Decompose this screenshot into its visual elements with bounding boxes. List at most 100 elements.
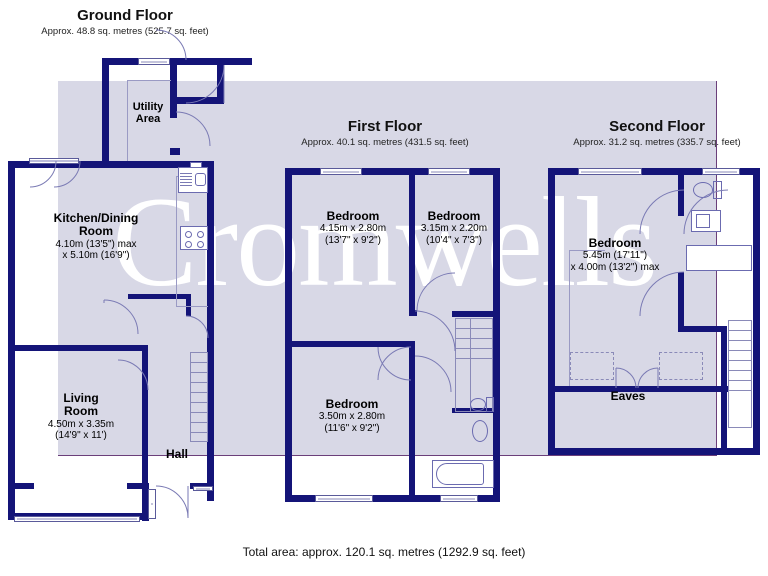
- window-ff-bed2-rear: [428, 168, 470, 175]
- room-label-bed1: Bedroom 4.15m x 2.80m (13'7" x 9'2"): [303, 209, 403, 246]
- wall-gf-kitchen-hall-stub: [128, 294, 186, 299]
- wall-gf-front-door-stub-left: [127, 483, 148, 489]
- first-floor-area: Approx. 40.1 sq. metres (431.5 sq. feet): [301, 137, 469, 148]
- staircase-first-outline: [455, 318, 493, 412]
- bed2-dim-line1: 3.15m x 2.20m: [420, 223, 488, 235]
- stair-tread-g7: [190, 422, 208, 423]
- stair-stringer-f: [470, 318, 471, 412]
- worktop-edge-vertical: [176, 176, 177, 306]
- bed4-name: Bedroom: [588, 236, 642, 250]
- stair-tread-f1: [455, 328, 493, 329]
- stair-tread-f2: [455, 338, 493, 339]
- hall-name: Hall: [165, 447, 188, 461]
- wall-sf-bath-left-lower: [678, 272, 684, 332]
- stair-tread-s4: [728, 360, 752, 361]
- living-dim-line1: 4.50m x 3.35m: [47, 418, 115, 430]
- wall-ff-bottom: [285, 495, 500, 502]
- room-label-living: Living Room 4.50m x 3.35m (14'9" x 11'): [26, 391, 136, 441]
- window-sf-bed-rear: [578, 168, 642, 175]
- kitchen-dim-line2: x 5.10m (16'9"): [62, 250, 130, 262]
- kitchen-name-line1: Kitchen/Dining: [53, 211, 139, 225]
- room-label-bed2: Bedroom 3.15m x 2.20m (10'4" x 7'3"): [410, 209, 498, 246]
- wall-gf-hall-vertical: [142, 345, 148, 485]
- room-label-bed4: Bedroom 5.45m (17'11") x 4.00m (13'2") m…: [548, 236, 682, 273]
- worktop-edge-horizontal: [176, 306, 208, 307]
- room-label-utility: Utility Area: [108, 101, 188, 126]
- room-label-kitchen: Kitchen/Dining Room 4.10m (13'5") max x …: [26, 211, 166, 262]
- stair-tread-g5: [190, 402, 208, 403]
- stair-tread-g8: [190, 432, 208, 433]
- wall-gf-top-right-vertical: [170, 58, 177, 104]
- wall-gf-front-door-pillar: [142, 483, 149, 521]
- utility-name-line1: Utility: [132, 101, 164, 113]
- wall-ff-bed-divider-vertical: [409, 168, 415, 313]
- kitchen-name-line2: Room: [79, 224, 113, 239]
- bed1-name: Bedroom: [326, 209, 380, 223]
- ground-floor-title: Ground Floor: [77, 7, 173, 24]
- wall-gf-kitchen-top-right: [102, 161, 214, 168]
- wall-gf-left-outer: [8, 161, 15, 513]
- eaves-name: Eaves: [610, 389, 646, 403]
- recess-sf-top: [569, 250, 570, 386]
- stair-tread-g4: [190, 392, 208, 393]
- wall-gf-bottom-left-stub: [8, 483, 34, 489]
- window-ff-bathroom-front: [440, 495, 478, 502]
- bed3-dim-line1: 3.50m x 2.80m: [318, 411, 386, 423]
- wall-sf-bath-bottom: [678, 326, 726, 332]
- stair-tread-s5: [728, 370, 752, 371]
- recess-sf-left: [569, 250, 605, 251]
- partition-utility-vertical: [127, 80, 128, 164]
- stair-tread-s6: [728, 380, 752, 381]
- window-gf-rear: [138, 58, 170, 65]
- toilet-cistern-ff: [486, 397, 494, 412]
- wall-sf-bath-left: [678, 168, 684, 216]
- window-gf-kitchen-top: [29, 158, 79, 164]
- stair-tread-f3: [455, 348, 493, 349]
- window-gf-front-living: [14, 516, 140, 522]
- sink-drainer: [180, 173, 192, 186]
- ground-floor-area: Approx. 48.8 sq. metres (525.7 sq. feet): [41, 26, 209, 37]
- room-label-hall: Hall: [152, 447, 202, 461]
- wall-sf-top: [548, 168, 760, 175]
- sink-tap: [190, 162, 202, 168]
- wall-ff-top: [285, 168, 500, 175]
- bath-tub-inner: [436, 463, 484, 485]
- bed1-dim-line1: 4.15m x 2.80m: [319, 223, 387, 235]
- stair-tread-g3: [190, 382, 208, 383]
- window-gf-front-door-glass: [148, 489, 156, 519]
- hob-ring-3: [185, 241, 192, 248]
- stair-tread-s2: [728, 340, 752, 341]
- door-gf-front-arc2: [155, 485, 189, 519]
- basin-ff: [472, 420, 488, 442]
- window-gf-front-hall: [193, 486, 213, 491]
- hob-ring-2: [197, 231, 204, 238]
- stair-tread-s7: [728, 390, 752, 391]
- hob-ring-4: [197, 241, 204, 248]
- hob-ring-1: [185, 231, 192, 238]
- wall-sf-right: [753, 168, 760, 455]
- total-area-text: Total area: approx. 120.1 sq. metres (12…: [242, 545, 526, 559]
- eaves-hatch-right: [659, 352, 703, 380]
- stair-tread-f4: [455, 358, 493, 359]
- wall-gf-top-rear-horizontal: [102, 58, 252, 65]
- living-name-line1: Living: [63, 391, 99, 405]
- staircase-second-outline: [728, 320, 752, 428]
- wall-gf-utility-stub-a: [170, 104, 177, 118]
- wall-gf-right-outer: [207, 161, 214, 501]
- wall-ff-bed1-bottom: [285, 341, 415, 347]
- room-label-eaves: Eaves: [592, 389, 664, 403]
- first-floor-title: First Floor: [347, 118, 423, 135]
- wall-ff-bed3-right: [409, 347, 415, 502]
- sink-bowl: [195, 173, 206, 186]
- toilet-bowl-sf: [693, 182, 713, 198]
- wall-ff-landing-right-horizontal: [452, 311, 500, 317]
- bed2-dim-line2: (10'4" x 7'3"): [426, 234, 482, 246]
- wall-sf-left: [548, 168, 555, 455]
- basin-bowl-sf: [696, 214, 710, 228]
- room-label-bed3: Bedroom 3.50m x 2.80m (11'6" x 9'2"): [302, 397, 402, 434]
- bed2-name: Bedroom: [427, 209, 481, 223]
- stair-tread-g1: [190, 362, 208, 363]
- bed1-dim-line2: (13'7" x 9'2"): [325, 234, 381, 246]
- living-name-line2: Room: [64, 404, 98, 419]
